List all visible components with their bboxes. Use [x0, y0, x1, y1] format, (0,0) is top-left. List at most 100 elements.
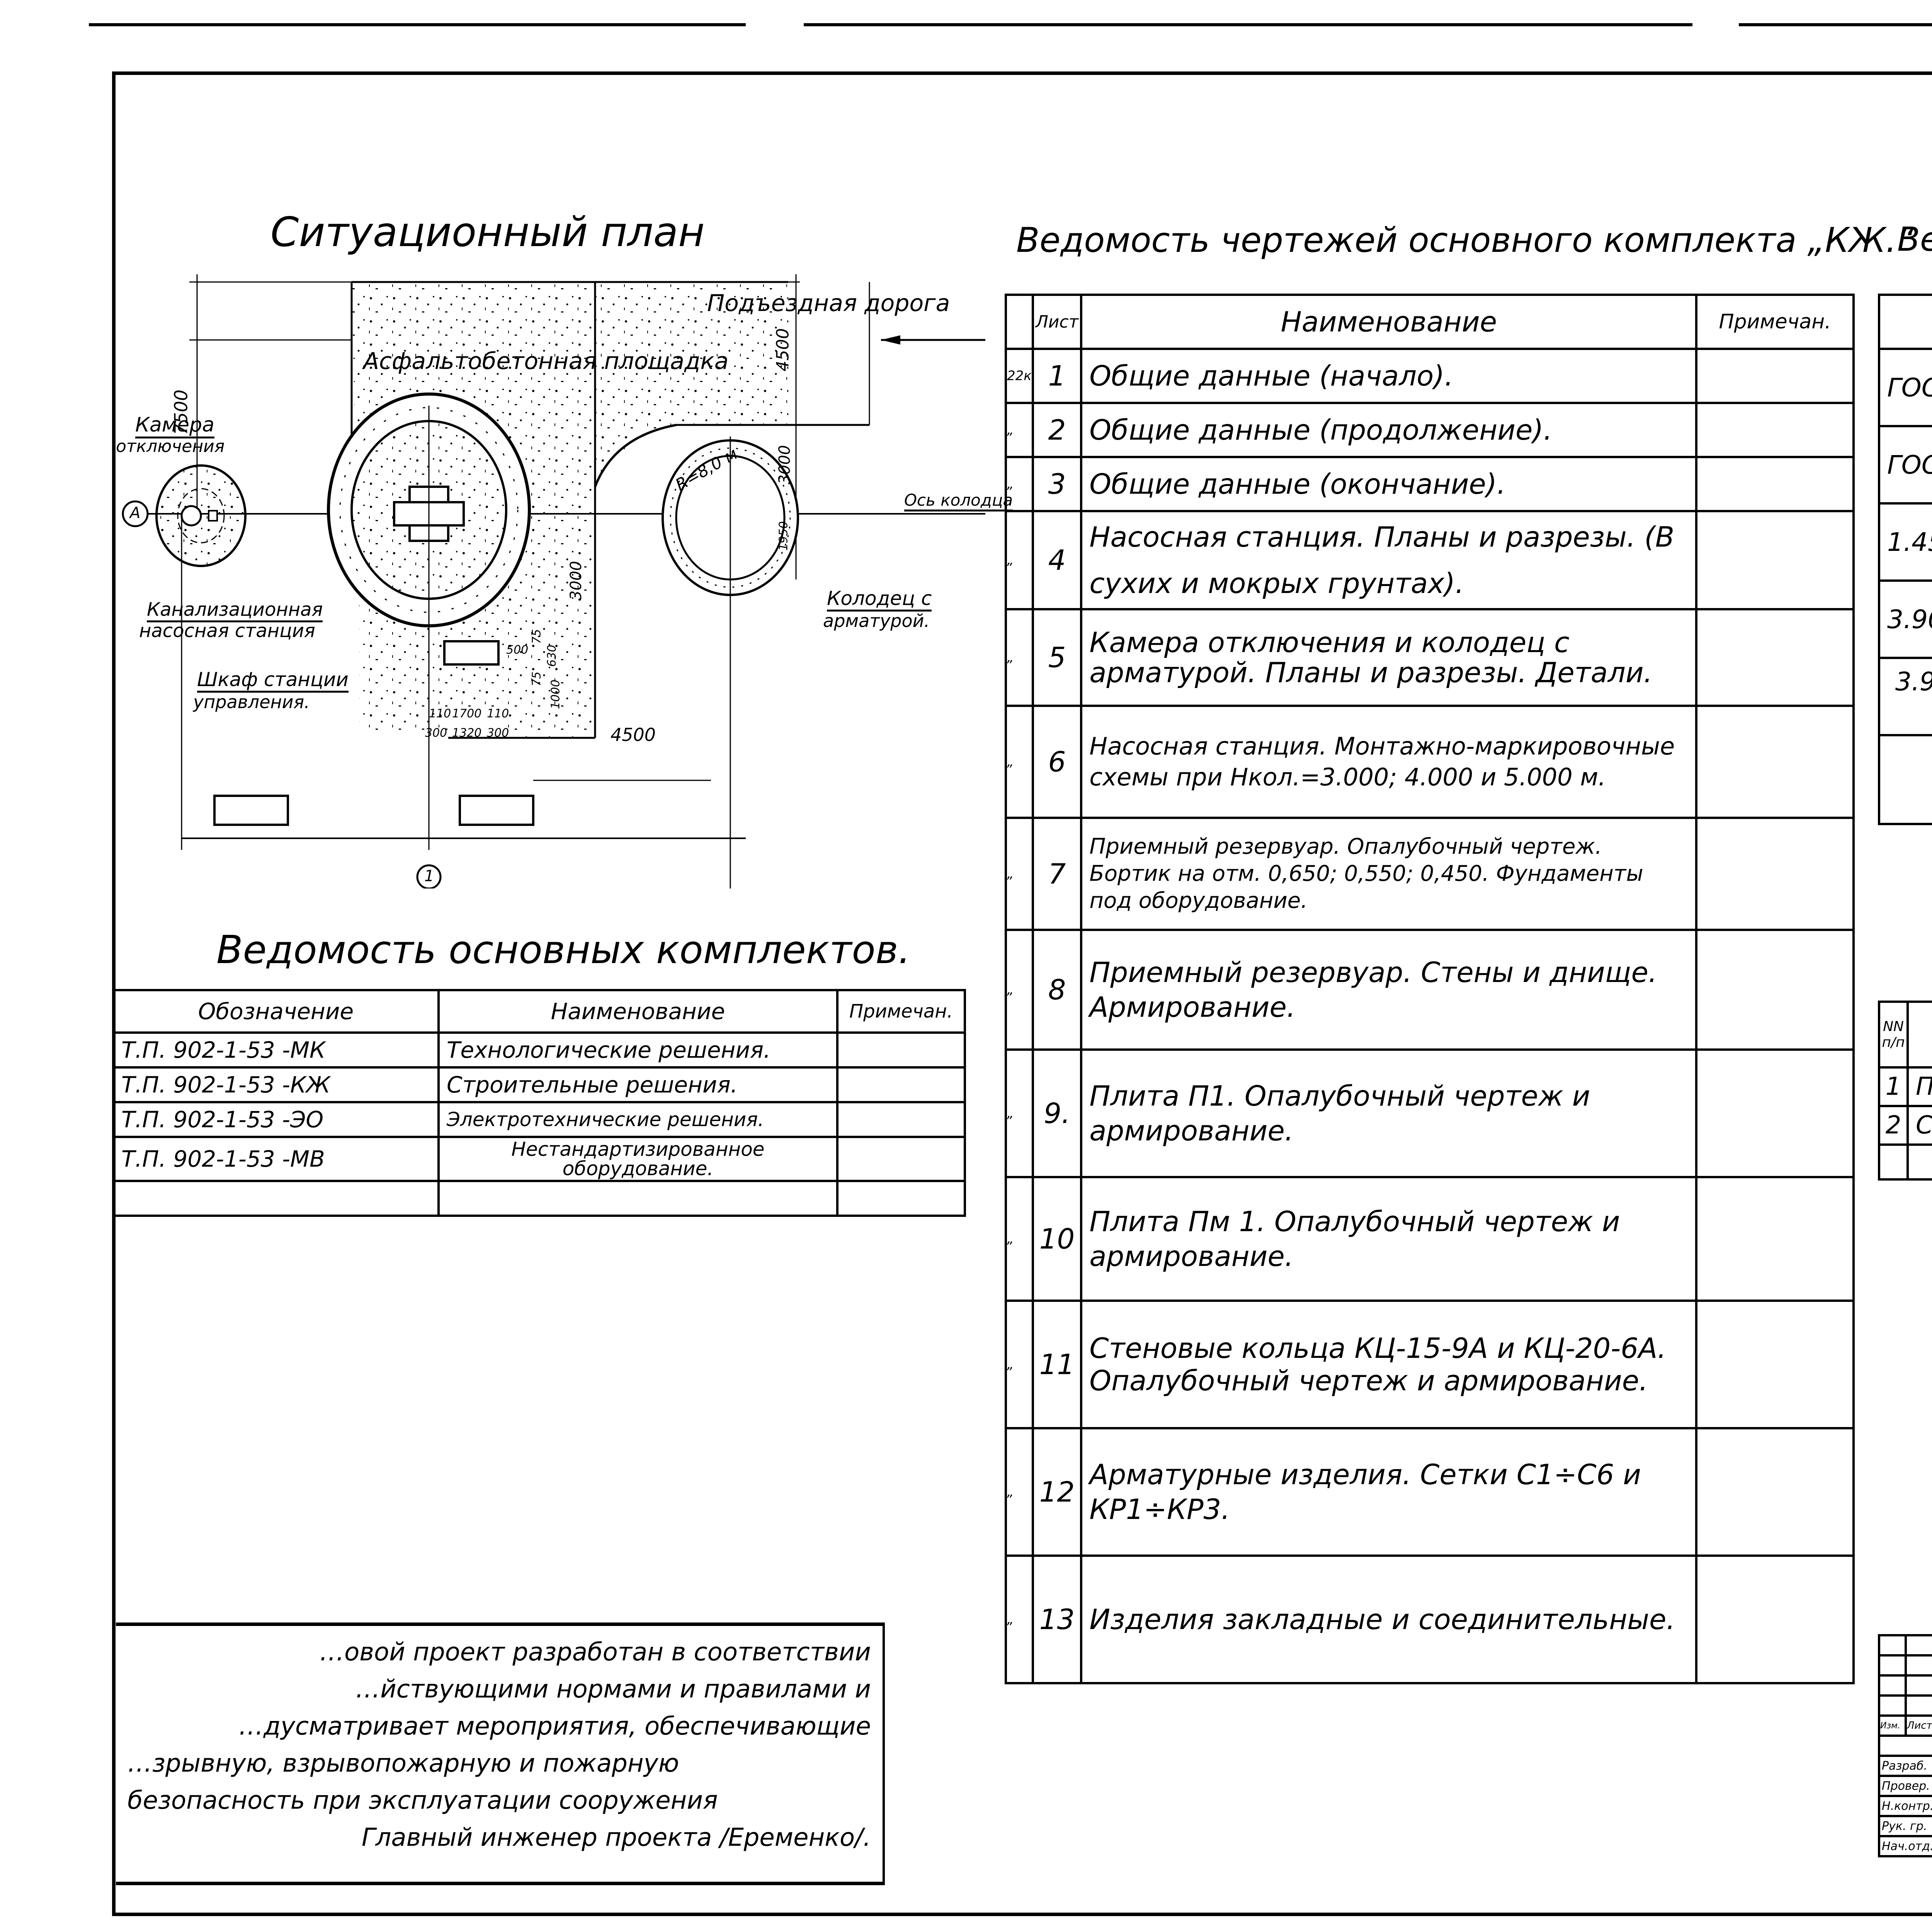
drawing-name: Приемный резервуар. Опалубочный чертеж. … [1080, 817, 1698, 931]
top-edge-line [89, 23, 746, 26]
row-mark: „ [1005, 817, 1034, 931]
table-row [112, 1180, 966, 1217]
sheet-number: 5 [1031, 608, 1083, 707]
axis-a-label: А [130, 504, 141, 522]
staff-role: Разраб. [1878, 1755, 1932, 1777]
drawing-note [1695, 929, 1855, 1051]
staff-role: Н.контр. [1878, 1795, 1932, 1817]
table-row: ГОСТ 539-73Трубы и муфты асбестоцементны… [1878, 425, 1932, 505]
dim-75-b: 75 [530, 671, 544, 686]
table-row: Т.П. 902-1-53 -КЖ Строительные решения. [112, 1066, 966, 1103]
row-mark: „ [1005, 1555, 1034, 1684]
drawings-list-title: Ведомость чертежей основного комплекта „… [1016, 220, 1914, 260]
ref-designation: 3.900-3 вып. 7 часть 1 и 2. [1878, 657, 1932, 736]
indicator-work [1906, 1143, 1932, 1181]
kits-header-note: Примечан. [836, 989, 966, 1034]
row-mark: „ [1005, 510, 1034, 610]
chief-engineer-signature: Главный инженер проекта /Еременко/. [361, 1823, 871, 1852]
kits-name [437, 1180, 838, 1217]
kits-name: Технологические решения. [437, 1031, 838, 1069]
indicators-table: NN п/п Наименование работ. Ед. изм. Коли… [1878, 1001, 1932, 1181]
sheet-number: 11 [1031, 1300, 1083, 1429]
dim-3000-vertical: 3000 [776, 445, 794, 484]
kits-header-designation: Обозначение [112, 989, 440, 1034]
drawings-header-sheet: Лист [1031, 294, 1083, 350]
note-line: …зрывную, взрывопожарную и пожарную [128, 1749, 679, 1778]
drawings-header-name: Наименование [1080, 294, 1698, 350]
ref-designation: 3.901-5 [1878, 579, 1932, 659]
drawing-note [1695, 402, 1855, 458]
drawing-name: Приемный резервуар. Стены и днище. Армир… [1080, 929, 1698, 1051]
kits-designation: Т.П. 902-1-53 -МВ [112, 1136, 440, 1182]
row-mark: „ [1005, 608, 1034, 707]
dim-4500-horizontal: 4500 [611, 724, 656, 745]
dim-110-a: 110 [429, 707, 451, 720]
drawings-header-mark [1005, 294, 1034, 350]
pump-station-label-2: насосная станция [139, 620, 315, 642]
kits-name: Строительные решения. [437, 1066, 838, 1103]
table-row [1878, 734, 1932, 825]
note-line: …дусматривает мероприятия, обеспечивающи… [238, 1712, 871, 1741]
staff-row: Нач.отд.Шейко [1878, 1835, 1932, 1857]
control-cabinet-label: Шкаф станции [197, 668, 349, 693]
indicator-num: 2 [1878, 1105, 1909, 1146]
staff-role: Нач.отд. [1878, 1835, 1932, 1857]
row-mark: „ [1005, 929, 1034, 1051]
drawing-name: Камера отключения и колодец с арматурой.… [1080, 608, 1698, 707]
row-mark: „ [1005, 402, 1034, 458]
dim-4500-vertical: 4500 [773, 328, 793, 372]
drawing-note [1695, 817, 1855, 931]
drawing-name: Изделия закладные и соединительные. [1080, 1555, 1698, 1684]
references-header-designation: Обозначение [1878, 294, 1932, 350]
table-row: 1 Площадь застройки. м² 3,5 3,5 3,5 [1878, 1066, 1932, 1107]
table-row: 1.459-2 вып. 2Стальные лестницы, переход… [1878, 502, 1932, 582]
table-row: ГОСТ 3634-61Люки чугунные для смотровых … [1878, 348, 1932, 427]
dim-300-b: 300 [487, 726, 509, 740]
shutoff-chamber-label-2: отключения [116, 437, 225, 456]
row-mark: 22к [1005, 348, 1034, 404]
top-edge-line [1739, 23, 1932, 26]
header-izm: Изм. [1878, 1714, 1907, 1737]
kits-list-title: Ведомость основных комплектов. [216, 927, 911, 972]
sheet-number: 6 [1031, 705, 1083, 819]
ref-designation [1878, 734, 1932, 825]
ref-designation: ГОСТ 539-73 [1878, 425, 1932, 505]
drawing-note [1695, 705, 1855, 819]
kits-table: Обозначение Наименование Примечан. Т.П. … [112, 989, 966, 1217]
indicator-num: 1 [1878, 1066, 1909, 1107]
sheet-number: 1 [1031, 348, 1083, 404]
site-plan-drawing [122, 274, 985, 889]
sheet-number: 10 [1031, 1176, 1083, 1302]
sheet-number: 8 [1031, 929, 1083, 1051]
dim-300-a: 300 [425, 726, 447, 740]
kits-note [836, 1066, 966, 1103]
kits-name: Нестандартизированное оборудование. [437, 1136, 838, 1182]
indicator-num [1878, 1143, 1909, 1181]
row-mark: „ [1005, 1048, 1034, 1178]
kits-header-name: Наименование [437, 989, 838, 1034]
references-table: Обозначение Наименование Примечание ГОСТ… [1878, 294, 1932, 825]
staff-row: Рук. гр.Лапидус [1878, 1815, 1932, 1837]
table-row: 3.900-3 вып. 7 часть 1 и 2.Сборные желез… [1878, 657, 1932, 736]
table-row: Т.П. 902-1-53 -ЭО Электротехнические реш… [112, 1101, 966, 1138]
drawing-note [1695, 1176, 1855, 1302]
drawing-note [1695, 456, 1855, 512]
kits-name: Электротехнические решения. [437, 1101, 838, 1138]
access-road-label: Подъездная дорога [707, 290, 950, 317]
sheet-number: 7 [1031, 817, 1083, 931]
drawing-name: Плита Пм 1. Опалубочный чертеж и армиров… [1080, 1176, 1698, 1302]
site-plan: Подъездная дорога Асфальтобетонная площа… [112, 270, 1013, 889]
kits-designation: Т.П. 902-1-53 -КЖ [112, 1066, 440, 1103]
row-mark: „ [1005, 456, 1034, 512]
asphalt-area-label: Асфальтобетонная площадка [363, 348, 729, 375]
dim-630: 630 [545, 644, 559, 667]
note-box: …овой проект разработан в соответствии …… [116, 1622, 885, 1885]
drawing-name: Общие данные (продолжение). [1080, 402, 1698, 458]
dim-1700: 1700 [452, 707, 482, 720]
